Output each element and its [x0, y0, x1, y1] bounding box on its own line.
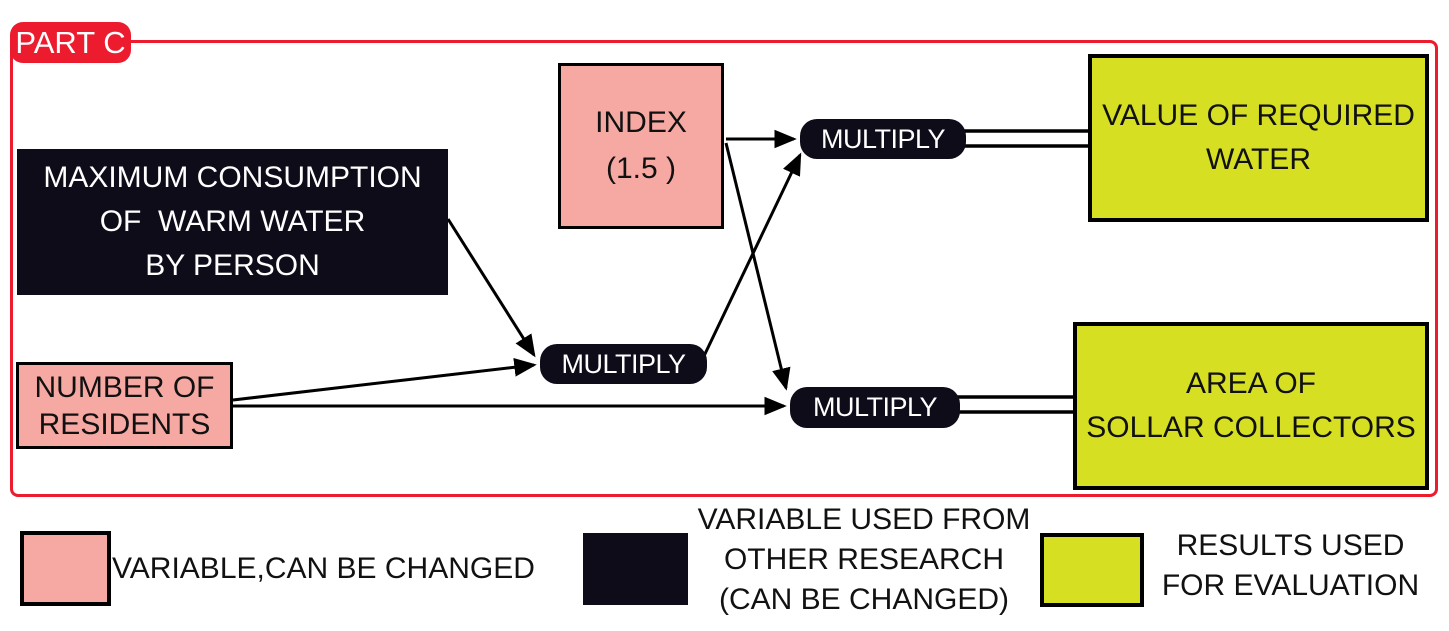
node-multiply-bottom: MULTIPLY	[790, 387, 960, 428]
node-number-of-residents: NUMBER OF RESIDENTS	[16, 362, 233, 449]
part-c-label: PART C	[15, 24, 126, 60]
legend-swatch-results	[1040, 533, 1144, 607]
legend-label-other-research: VARIABLE USED FROM OTHER RESEARCH (CAN B…	[697, 503, 1031, 616]
node-index: INDEX (1.5 )	[558, 63, 724, 229]
legend-label-variable: VARIABLE,CAN BE CHANGED	[112, 551, 535, 585]
node-max-consumption: MAXIMUM CONSUMPTION OF WARM WATER BY PER…	[17, 149, 448, 295]
legend-swatch-variable	[20, 531, 111, 606]
node-multiply-center: MULTIPLY	[540, 344, 707, 384]
part-c-badge: PART C	[10, 22, 131, 63]
node-value-of-required-water: VALUE OF REQUIRED WATER	[1088, 54, 1429, 222]
node-area-of-sollar-collectors: AREA OF SOLLAR COLLECTORS	[1073, 322, 1429, 490]
legend-label-results: RESULTS USED FOR EVALUATION	[1161, 529, 1420, 602]
part-c-frame	[10, 40, 1438, 497]
legend-swatch-other-research	[583, 533, 688, 605]
node-multiply-top: MULTIPLY	[800, 119, 966, 159]
